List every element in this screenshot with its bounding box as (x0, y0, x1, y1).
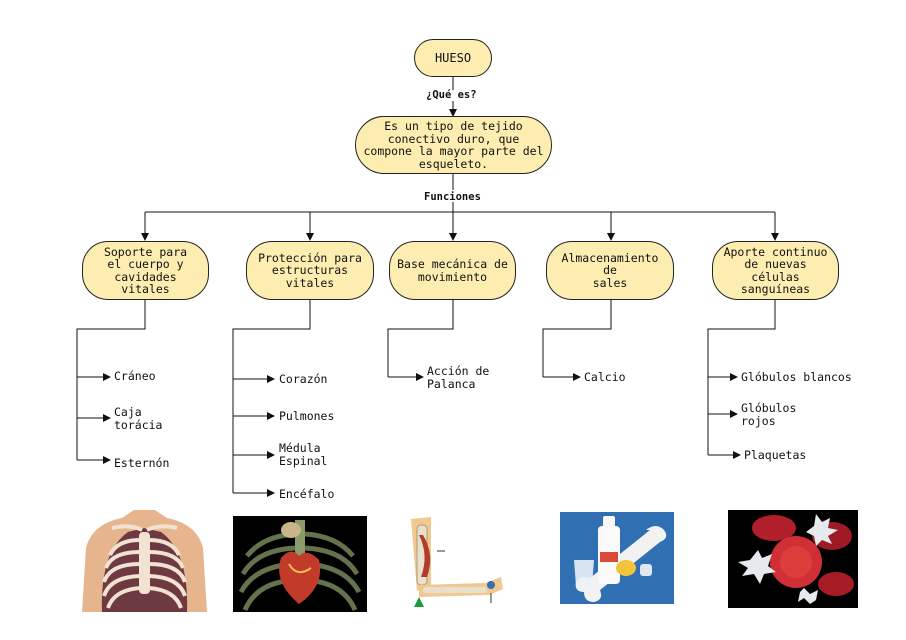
leaf-encefalo: Encéfalo (279, 487, 335, 501)
leaf-craneo: Cráneo (114, 369, 156, 383)
ribcage-torso-image (82, 510, 207, 612)
leaf-corazon: Corazón (279, 372, 328, 386)
leaf-globulos-rojos: Glóbulos rojos (741, 401, 797, 428)
functions-label: Funciones (424, 191, 481, 203)
leaf-accion-palanca: Acción de Palanca (427, 364, 490, 391)
leaf-caja-toracia: Caja torácia (114, 405, 163, 432)
function-node-storage: Almacenamiento de sales (546, 241, 674, 300)
blood-cells-image (728, 510, 858, 608)
leaf-medula-espinal: Médula Espinal (279, 441, 328, 468)
root-node: HUESO (414, 39, 492, 77)
function-node-support: Soporte para el cuerpo y cavidades vital… (82, 241, 209, 300)
leaf-globulos-blancos: Glóbulos blancos (741, 370, 852, 384)
heart-in-ribcage-image (233, 516, 367, 612)
leaf-pulmones: Pulmones (279, 409, 335, 423)
milk-bone-calcium-image (560, 512, 674, 604)
arm-lever-image (411, 517, 503, 607)
definition-node: Es un tipo de tejido conectivo duro, que… (355, 116, 552, 174)
function-node-protection: Protección para estructuras vitales (246, 241, 374, 300)
leaf-esternon: Esternón (114, 456, 170, 470)
function-node-blood: Aporte continuo de nuevas células sanguí… (712, 241, 839, 300)
function-node-movement: Base mecánica de movimiento (389, 241, 516, 300)
leaf-calcio: Calcio (584, 370, 626, 384)
leaf-plaquetas: Plaquetas (744, 448, 807, 462)
question-label: ¿Qué es? (426, 89, 477, 101)
